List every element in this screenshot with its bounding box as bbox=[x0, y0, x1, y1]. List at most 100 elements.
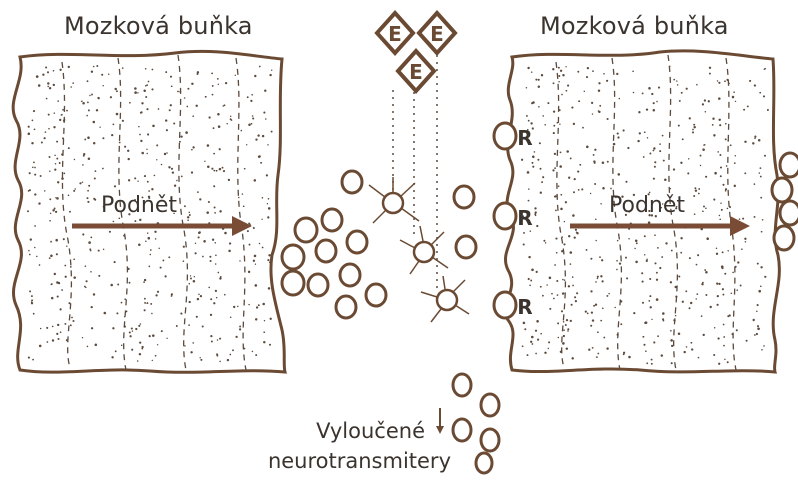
stipple-dot bbox=[189, 212, 191, 214]
stipple-dot bbox=[628, 238, 630, 240]
stipple-dot bbox=[595, 219, 597, 221]
stipple-dot bbox=[157, 291, 159, 293]
stipple-dot bbox=[199, 198, 201, 200]
stipple-dot bbox=[146, 108, 148, 110]
stipple-dot bbox=[532, 343, 534, 345]
stipple-dot bbox=[259, 66, 261, 68]
fiber bbox=[178, 55, 187, 370]
stipple-dot bbox=[634, 248, 635, 249]
stipple-dot bbox=[568, 177, 570, 179]
stipple-dot bbox=[254, 255, 257, 258]
stipple-dot bbox=[527, 171, 530, 174]
stipple-dot bbox=[161, 164, 163, 166]
stipple-dot bbox=[242, 193, 243, 194]
stipple-dot bbox=[93, 198, 95, 200]
stipple-dot bbox=[54, 273, 56, 275]
stipple-dot bbox=[599, 105, 601, 107]
stipple-dot bbox=[632, 70, 634, 72]
stipple-dot bbox=[526, 115, 528, 117]
stipple-dot bbox=[754, 334, 756, 336]
stipple-dot bbox=[49, 198, 51, 200]
stipple-dot bbox=[635, 240, 638, 243]
stipple-dot bbox=[28, 133, 31, 136]
stipple-dot bbox=[648, 300, 650, 302]
stipple-dot bbox=[40, 175, 42, 177]
stipple-dot bbox=[90, 250, 92, 252]
stipple-dot bbox=[38, 84, 41, 87]
stipple-dot bbox=[619, 98, 620, 99]
stipple-dot bbox=[269, 74, 271, 76]
receptor-letter: R bbox=[517, 295, 532, 319]
stipple-dot bbox=[32, 167, 34, 169]
stipple-dot bbox=[651, 319, 652, 320]
stipple-dot bbox=[38, 202, 40, 204]
stipple-dot bbox=[39, 264, 41, 266]
stipple-dot bbox=[239, 260, 240, 261]
stipple-dot bbox=[57, 181, 59, 183]
stipple-dot bbox=[36, 75, 39, 78]
stipple-dot bbox=[767, 109, 769, 111]
stipple-dot bbox=[725, 138, 727, 140]
stipple-dot bbox=[673, 79, 675, 81]
stipple-dot bbox=[244, 168, 246, 170]
stipple-dot bbox=[97, 97, 99, 99]
stipple-dot bbox=[563, 335, 565, 337]
stipple-dot bbox=[563, 329, 565, 331]
stipple-dot bbox=[145, 240, 147, 242]
vesicle bbox=[780, 153, 798, 177]
stipple-dot bbox=[88, 185, 90, 187]
stipple-dot bbox=[682, 138, 684, 140]
stipple-dot bbox=[55, 197, 56, 198]
stipple-dot bbox=[700, 155, 702, 157]
stipple-dot bbox=[254, 179, 257, 182]
stipple-dot bbox=[228, 250, 231, 253]
stipple-dot bbox=[548, 348, 549, 349]
stipple-dot bbox=[91, 327, 93, 329]
stipple-dot bbox=[251, 94, 253, 96]
stipple-dot bbox=[542, 115, 544, 117]
stipple-dot bbox=[54, 208, 56, 210]
stipple-dot bbox=[141, 111, 143, 113]
stipple-dot bbox=[620, 323, 622, 325]
stipple-dot bbox=[191, 83, 193, 85]
stipple-dot bbox=[251, 123, 253, 125]
stipple-dot bbox=[204, 161, 205, 162]
stipple-dot bbox=[535, 79, 537, 81]
stipple-dot bbox=[270, 318, 272, 320]
stipple-dot bbox=[616, 73, 618, 75]
stipple-dot bbox=[146, 149, 147, 150]
stipple-dot bbox=[46, 327, 48, 329]
stipple-dot bbox=[225, 82, 227, 84]
stipple-dot bbox=[535, 353, 537, 355]
stipple-dot bbox=[94, 177, 96, 179]
vesicle bbox=[316, 240, 336, 262]
stipple-dot bbox=[256, 306, 258, 308]
stipple-dot bbox=[710, 306, 712, 308]
stipple-dot bbox=[29, 254, 31, 256]
stipple-dot bbox=[575, 300, 577, 302]
stipple-dot bbox=[44, 190, 46, 192]
stipple-dot bbox=[189, 214, 191, 216]
stipple-dot bbox=[623, 353, 625, 355]
stipple-dot bbox=[89, 95, 90, 96]
stipple-dot bbox=[187, 216, 189, 218]
stipple-dot bbox=[218, 125, 221, 128]
stipple-dot bbox=[31, 299, 33, 301]
stipple-dot bbox=[727, 250, 729, 252]
stipple-dot bbox=[114, 185, 116, 187]
stipple-dot bbox=[34, 225, 36, 227]
stipple-dot bbox=[63, 173, 65, 175]
stipple-dot bbox=[570, 157, 572, 159]
stipple-dot bbox=[712, 124, 714, 126]
stipple-dot bbox=[124, 146, 126, 148]
stipple-dot bbox=[742, 218, 744, 220]
stipple-dot bbox=[614, 307, 615, 308]
stipple-dot bbox=[129, 282, 131, 284]
stipple-dot bbox=[586, 249, 588, 251]
stipple-dot bbox=[74, 188, 75, 189]
stipple-dot bbox=[146, 153, 147, 154]
stipple-dot bbox=[545, 242, 546, 243]
stipple-dot bbox=[713, 199, 715, 201]
stipple-dot bbox=[87, 102, 89, 104]
stipple-dot bbox=[705, 271, 708, 274]
